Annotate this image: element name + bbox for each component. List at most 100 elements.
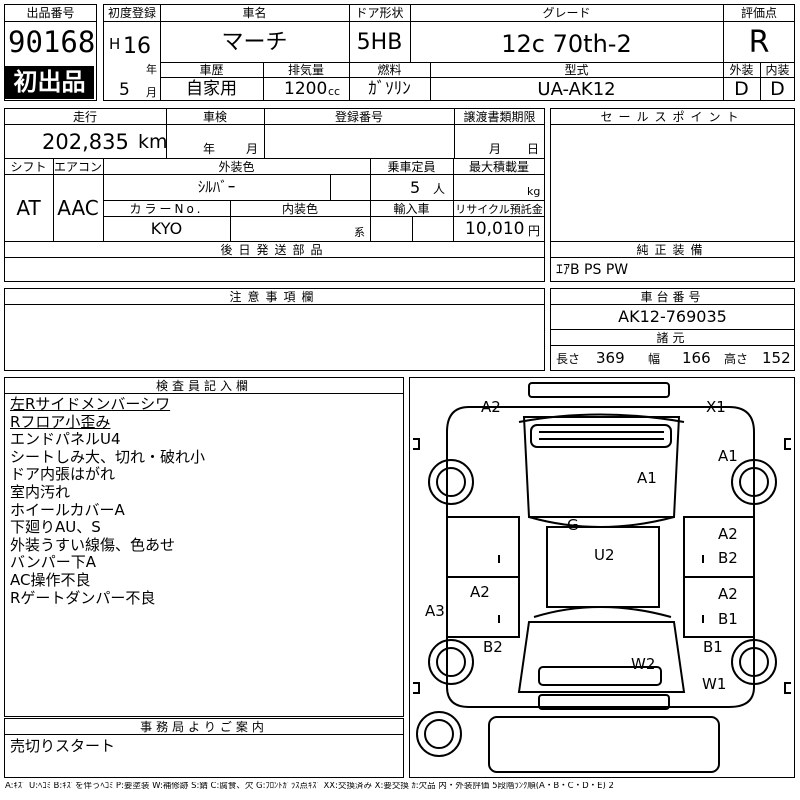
equipment-label: 純正装備 bbox=[636, 243, 709, 257]
transfer-label: 譲渡書類期限 bbox=[463, 110, 536, 124]
inspection-year: 年 bbox=[203, 142, 216, 156]
inspector-note-line: ドア内張はがれ bbox=[10, 465, 116, 484]
exterior-color: ｼﾙﾊﾞｰ bbox=[197, 178, 236, 196]
spec-box bbox=[4, 108, 545, 242]
inspector-note-line: 下廻りAU、S bbox=[10, 518, 101, 537]
damage-fender-right: A1 bbox=[718, 447, 738, 465]
damage-quarter-left: B2 bbox=[483, 638, 503, 656]
office-text: 売切りスタート bbox=[10, 737, 116, 755]
car-name: マーチ bbox=[221, 30, 288, 55]
lot-no-label: 出品番号 bbox=[26, 6, 75, 20]
shift: AT bbox=[16, 196, 41, 220]
later-parts-label: 後日発送部品 bbox=[220, 243, 329, 257]
sales-point-label: セールスポイント bbox=[600, 110, 745, 124]
seats-unit: 人 bbox=[433, 182, 446, 196]
fuel-label: 燃料 bbox=[377, 63, 402, 77]
damage-hood: A1 bbox=[637, 469, 657, 487]
history-label: 車歴 bbox=[199, 63, 224, 77]
later-parts-box bbox=[4, 241, 545, 282]
inspector-label: 検査員記入欄 bbox=[155, 379, 252, 393]
inspector-note-line: 室内汚れ bbox=[10, 482, 71, 501]
transfer-day: 日 bbox=[527, 142, 540, 156]
load-unit: kg bbox=[527, 185, 541, 198]
year-unit: 年 bbox=[146, 63, 157, 76]
inspector-note-line: 外装うすい線傷、色あせ bbox=[10, 535, 176, 554]
load-label: 最大積載量 bbox=[468, 160, 529, 174]
fuel: ｶﾞｿﾘﾝ bbox=[368, 79, 411, 99]
legend: A:ｷｽﾞ U:ﾍｺﾐ B:ｷｽﾞを伴うﾍｺﾐ P:要塗装 W:補修跡 S:錆 … bbox=[5, 782, 614, 791]
inspector-note-line: ホイールカバーA bbox=[10, 500, 125, 519]
model-code: UA-AK12 bbox=[537, 79, 616, 100]
recycle-label: リサイクル預託金 bbox=[455, 203, 543, 216]
chassis-no: AK12-769035 bbox=[618, 307, 727, 326]
inspection-label: 車検 bbox=[202, 110, 227, 124]
disp-unit: cc bbox=[328, 85, 341, 98]
damage-back-window: W2 bbox=[631, 655, 656, 673]
chassis-label: 車台番号 bbox=[640, 290, 705, 304]
notes-box bbox=[4, 288, 545, 371]
import-label: 輸入車 bbox=[393, 202, 430, 216]
sales-point-box bbox=[550, 108, 795, 242]
mileage-unit: km bbox=[138, 131, 168, 153]
grade-label: グレード bbox=[542, 6, 591, 20]
diagram-box bbox=[409, 377, 795, 778]
shift-label: シフト bbox=[10, 160, 47, 174]
score-label: 評価点 bbox=[740, 6, 777, 20]
disp-label: 排気量 bbox=[287, 63, 324, 77]
exterior-grade: D bbox=[734, 78, 749, 100]
notes-label: 注意事項欄 bbox=[229, 290, 320, 304]
first-reg-month: 5 bbox=[119, 80, 130, 100]
interior-color-label: 内装色 bbox=[281, 202, 318, 216]
damage-roof-g: G bbox=[567, 516, 579, 534]
first-listing-badge: 初出品 bbox=[5, 66, 94, 99]
width: 166 bbox=[682, 349, 711, 367]
damage-rear-window: W1 bbox=[702, 675, 727, 693]
seats-label: 乗車定員 bbox=[387, 160, 436, 174]
grade: 12c 70th-2 bbox=[501, 30, 632, 58]
damage-front-door-right-2: B2 bbox=[718, 549, 738, 567]
lot-no: 90168 bbox=[8, 25, 96, 59]
first-reg-year: 16 bbox=[123, 34, 151, 59]
history: 自家用 bbox=[186, 79, 237, 99]
inspector-note-line: AC操作不良 bbox=[10, 570, 91, 589]
inspector-note-line: エンドパネルU4 bbox=[10, 430, 121, 449]
damage-rear-door-right-2: B1 bbox=[718, 610, 738, 628]
score: R bbox=[748, 25, 770, 60]
inspector-note-line: シートしみ大、切れ・破れ小 bbox=[10, 447, 206, 466]
door-type: 5HB bbox=[356, 30, 403, 55]
office-box bbox=[4, 718, 404, 778]
damage-front-left: A2 bbox=[481, 398, 501, 416]
color-label: 外装色 bbox=[218, 160, 255, 174]
air-con: AAC bbox=[57, 196, 99, 220]
equipment-box bbox=[550, 241, 795, 282]
int-label: 内装 bbox=[765, 63, 790, 77]
ac-label: エアコン bbox=[53, 160, 102, 174]
inspector-box bbox=[4, 377, 404, 717]
era: H bbox=[109, 35, 121, 53]
reg-no-label: 登録番号 bbox=[334, 110, 383, 124]
seats: 5 bbox=[410, 178, 421, 197]
door-label: ドア形状 bbox=[355, 6, 404, 20]
lot-box bbox=[4, 4, 97, 101]
damage-front-door-right-1: A2 bbox=[718, 525, 738, 543]
damage-rear-door-right-1: A2 bbox=[718, 585, 738, 603]
length: 369 bbox=[596, 349, 625, 367]
color-no-label: カラーNo. bbox=[129, 202, 204, 216]
damage-rear-left: A3 bbox=[425, 602, 445, 620]
length-label: 長さ bbox=[556, 352, 581, 366]
damage-quarter-right: B1 bbox=[703, 638, 723, 656]
car-diagram bbox=[413, 382, 791, 773]
mileage: 202,835 bbox=[42, 130, 129, 154]
recycle-unit: 円 bbox=[528, 224, 541, 238]
model-label: 型式 bbox=[564, 63, 589, 77]
displacement: 1200 bbox=[284, 79, 328, 99]
header-box bbox=[103, 4, 795, 101]
first-reg-label: 初度登録 bbox=[107, 6, 156, 20]
transfer-month: 月 bbox=[489, 142, 502, 156]
damage-front-right: X1 bbox=[706, 398, 726, 416]
damage-rear-door-left: A2 bbox=[470, 583, 490, 601]
ext-label: 外装 bbox=[729, 63, 754, 77]
inspector-note-line: Rフロア小歪み bbox=[10, 412, 111, 431]
month-unit: 月 bbox=[146, 86, 157, 99]
